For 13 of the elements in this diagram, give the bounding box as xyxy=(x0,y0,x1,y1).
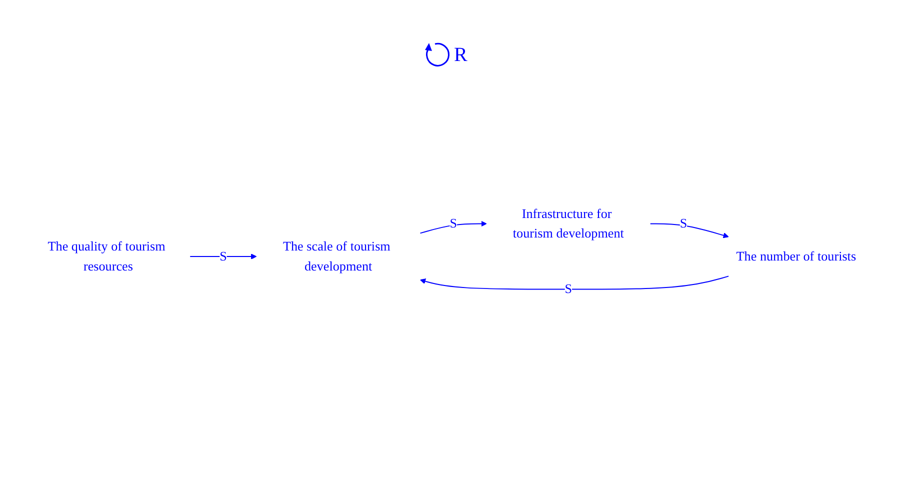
node-text: The scale of tourism development xyxy=(282,239,390,274)
arrow xyxy=(419,276,729,290)
node-text: The number of tourists xyxy=(736,249,856,264)
edge-label: S xyxy=(449,216,457,231)
node-text: Infrastructure for tourism development xyxy=(512,206,624,241)
edge-label: S xyxy=(564,282,572,296)
arrow xyxy=(649,223,728,238)
arrow xyxy=(189,253,256,260)
node-text: The quality of tourism resources xyxy=(47,239,165,274)
edge-label: S xyxy=(219,249,226,264)
loop-label: R xyxy=(454,44,468,66)
edge-label: S xyxy=(679,216,687,231)
arrow xyxy=(419,220,486,234)
